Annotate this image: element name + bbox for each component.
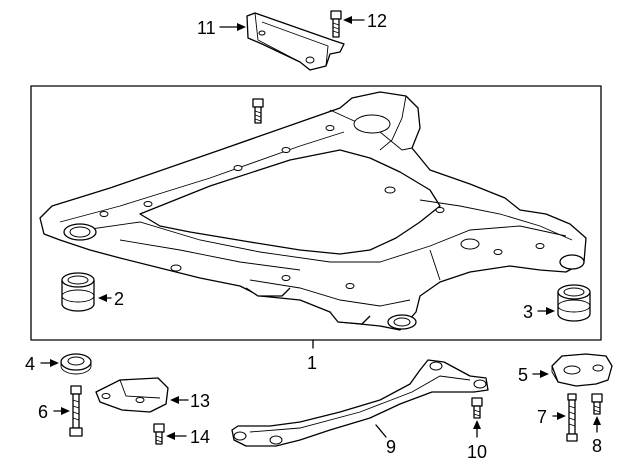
svg-text:1: 1 — [307, 353, 317, 373]
svg-text:5: 5 — [518, 365, 528, 385]
part-10-bolt — [471, 397, 483, 419]
callout-13: 13 — [170, 391, 210, 411]
svg-text:4: 4 — [25, 354, 35, 374]
part-1-frame-box — [30, 85, 602, 341]
part-7-bolt — [566, 393, 578, 442]
part-3-bushing — [557, 284, 591, 322]
svg-text:8: 8 — [592, 436, 602, 456]
svg-text:13: 13 — [190, 391, 210, 411]
callout-12: 12 — [343, 11, 387, 31]
callout-14: 14 — [166, 427, 210, 447]
part-6-bolt — [69, 385, 83, 437]
part-1-frame-bolt — [252, 98, 264, 124]
svg-text:6: 6 — [38, 402, 48, 422]
callout-1: 1 — [307, 339, 317, 373]
svg-text:10: 10 — [467, 442, 487, 462]
part-1-engine-cradle — [39, 91, 587, 331]
part-12-bolt — [330, 10, 342, 38]
callout-3: 3 — [523, 302, 555, 322]
part-14-bolt — [153, 423, 165, 445]
callout-2: 2 — [98, 289, 124, 309]
part-2-bushing — [61, 272, 95, 312]
svg-text:9: 9 — [386, 437, 396, 457]
callout-8: 8 — [592, 416, 602, 456]
callout-6: 6 — [38, 402, 70, 422]
svg-text:3: 3 — [523, 302, 533, 322]
part-11-bracket — [246, 12, 345, 71]
part-8-bolt — [591, 393, 603, 415]
part-9-cross-brace — [231, 359, 489, 447]
part-4-washer — [60, 353, 92, 375]
svg-text:14: 14 — [190, 427, 210, 447]
part-13-brace — [95, 377, 169, 413]
callout-10: 10 — [467, 420, 487, 462]
svg-text:12: 12 — [367, 11, 387, 31]
callout-9: 9 — [375, 424, 396, 457]
svg-text:11: 11 — [197, 18, 216, 38]
callout-4: 4 — [25, 354, 59, 374]
part-5-mount — [551, 353, 613, 387]
callout-7: 7 — [537, 407, 566, 427]
svg-text:2: 2 — [114, 289, 124, 309]
callout-5: 5 — [518, 365, 549, 385]
svg-text:7: 7 — [537, 407, 547, 427]
callout-11: 11 — [197, 18, 246, 38]
